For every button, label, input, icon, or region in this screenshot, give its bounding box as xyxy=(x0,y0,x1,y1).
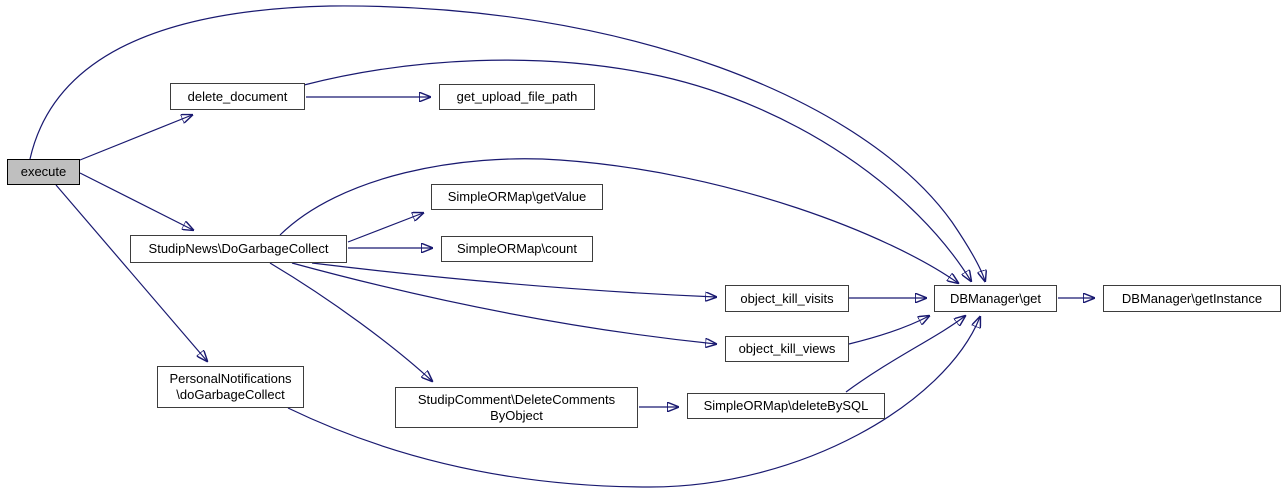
node-simpleormap-count[interactable]: SimpleORMap\count xyxy=(441,236,593,262)
node-studipnews-dogarbagecollect[interactable]: StudipNews\DoGarbageCollect xyxy=(130,235,347,263)
node-personalnotifications-dogarbagecollect[interactable]: PersonalNotifications \doGarbageCollect xyxy=(157,366,304,408)
edge-studipnews-to-simpleormap-getvalue xyxy=(347,213,423,243)
edge-execute-to-delete-document xyxy=(79,115,192,161)
node-object-kill-views[interactable]: object_kill_views xyxy=(725,336,849,362)
node-dbmanager-get[interactable]: DBManager\get xyxy=(934,285,1057,312)
edge-execute-to-studipnews-dogarbagecollect xyxy=(79,172,193,230)
edge-execute-to-dbmanager-get xyxy=(29,5,985,281)
edge-delete-document-to-dbmanager-get xyxy=(303,59,971,281)
node-studipcomment-deletecommentsbyobject[interactable]: StudipComment\DeleteComments ByObject xyxy=(395,387,638,428)
node-simpleormap-deletebysql[interactable]: SimpleORMap\deleteBySQL xyxy=(687,393,885,419)
edge-studipnews-to-object-kill-views xyxy=(291,262,716,344)
node-delete-document[interactable]: delete_document xyxy=(170,83,305,110)
edge-studipnews-to-studipcomment-deletecommentsbyobject xyxy=(269,262,432,381)
edge-object-kill-views-to-dbmanager-get xyxy=(848,316,929,345)
node-object-kill-visits[interactable]: object_kill_visits xyxy=(725,285,849,312)
edge-execute-to-personalnotifications-dogarbagecollect xyxy=(55,184,207,361)
edge-studipnews-to-object-kill-visits xyxy=(311,262,716,297)
node-dbmanager-getinstance[interactable]: DBManager\getInstance xyxy=(1103,285,1281,312)
node-get-upload-file-path[interactable]: get_upload_file_path xyxy=(439,84,595,110)
node-execute[interactable]: execute xyxy=(7,159,80,185)
edge-simpleormap-deletebysql-to-dbmanager-get xyxy=(845,316,965,393)
node-simpleormap-getvalue[interactable]: SimpleORMap\getValue xyxy=(431,184,603,210)
edge-personalnotifications-to-dbmanager-get xyxy=(287,317,980,488)
edge-studipnews-to-dbmanager-get xyxy=(279,158,958,283)
